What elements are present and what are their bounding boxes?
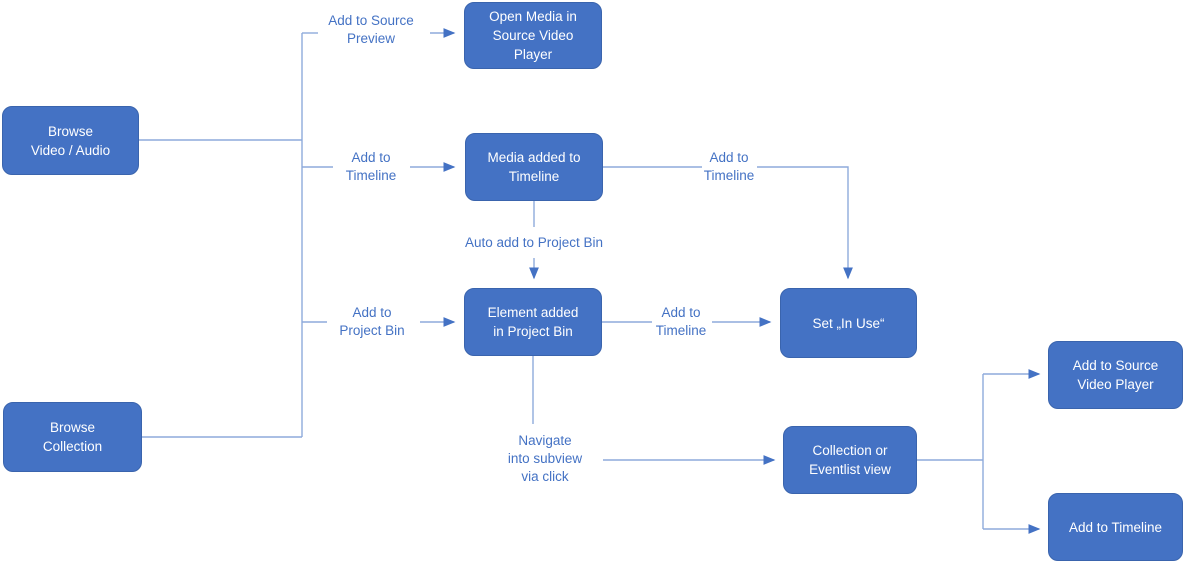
node-set-in-use: Set „In Use“ bbox=[780, 288, 917, 358]
node-browse-collection: Browse Collection bbox=[3, 402, 142, 472]
edge-label-navigate-into-subview: Navigate into subview via click bbox=[507, 433, 583, 484]
node-add-to-timeline-final: Add to Timeline bbox=[1048, 493, 1183, 561]
edge-label-add-to-source-preview: Add to Source Preview bbox=[328, 13, 414, 46]
edge-label-add-to-timeline-upper: Add to Timeline bbox=[703, 150, 755, 183]
node-browse-video-audio: Browse Video / Audio bbox=[2, 106, 139, 175]
node-media-added-timeline: Media added to Timeline bbox=[465, 133, 603, 201]
connector-arrow-media-to-setinuse bbox=[757, 166, 853, 280]
edge-label-add-to-timeline-lower: Add to Timeline bbox=[655, 305, 707, 338]
edge-label-add-to-project-bin: Add to Project Bin bbox=[339, 305, 405, 338]
node-collection-eventlist-view: Collection or Eventlist view bbox=[783, 426, 917, 494]
node-element-added-project-bin: Element added in Project Bin bbox=[464, 288, 602, 356]
edge-label-add-to-timeline-mid: Add to Timeline bbox=[345, 150, 397, 183]
node-open-media-source-player: Open Media in Source Video Player bbox=[464, 2, 602, 69]
node-add-to-source-video-player: Add to Source Video Player bbox=[1048, 341, 1183, 409]
edge-label-auto-add-to-project-bin: Auto add to Project Bin bbox=[464, 235, 604, 250]
